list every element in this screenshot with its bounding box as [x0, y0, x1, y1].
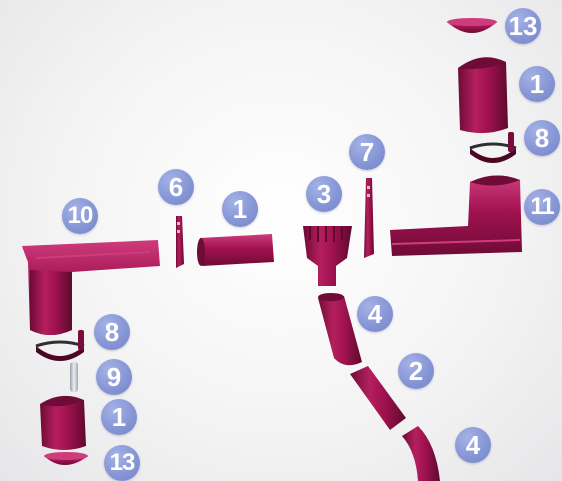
part-number-badge: 13	[104, 445, 140, 481]
part-number-badge: 8	[94, 314, 130, 350]
gutter-section-right-vertical	[458, 57, 508, 134]
part-number-badge: 9	[96, 359, 132, 395]
part-number-badge: 1	[519, 66, 555, 102]
pipe-clamp-top	[469, 132, 517, 163]
part-number-badge: 6	[158, 169, 194, 205]
gutter-section-left-vertical	[40, 395, 86, 450]
part-number-badge: 4	[455, 427, 491, 463]
pipe-elbow-lower	[402, 426, 440, 481]
part-number-badge: 1	[222, 191, 258, 227]
gutter-bracket-6	[176, 216, 184, 268]
gutter-bracket-7	[364, 178, 374, 258]
part-number-badge: 8	[524, 120, 560, 156]
gutter-outlet	[303, 226, 352, 286]
pipe-elbow-upper	[318, 293, 362, 366]
pipe-clamp-bottom	[35, 330, 85, 361]
end-cap-bottom	[44, 452, 88, 465]
downpipe	[350, 366, 406, 430]
pin	[70, 362, 78, 392]
part-number-badge: 3	[306, 176, 342, 212]
part-number-badge: 10	[62, 198, 98, 234]
part-number-badge: 2	[398, 353, 434, 389]
gutter-corner-right	[390, 175, 522, 256]
part-number-badge: 13	[505, 8, 541, 44]
gutter-section-middle	[197, 234, 274, 266]
part-number-badge: 4	[357, 296, 393, 332]
part-number-badge: 11	[524, 189, 560, 225]
part-number-badge: 1	[101, 399, 137, 435]
gutter-corner-left	[22, 240, 160, 335]
part-number-badge: 7	[349, 134, 385, 170]
end-cap-top	[447, 18, 497, 33]
